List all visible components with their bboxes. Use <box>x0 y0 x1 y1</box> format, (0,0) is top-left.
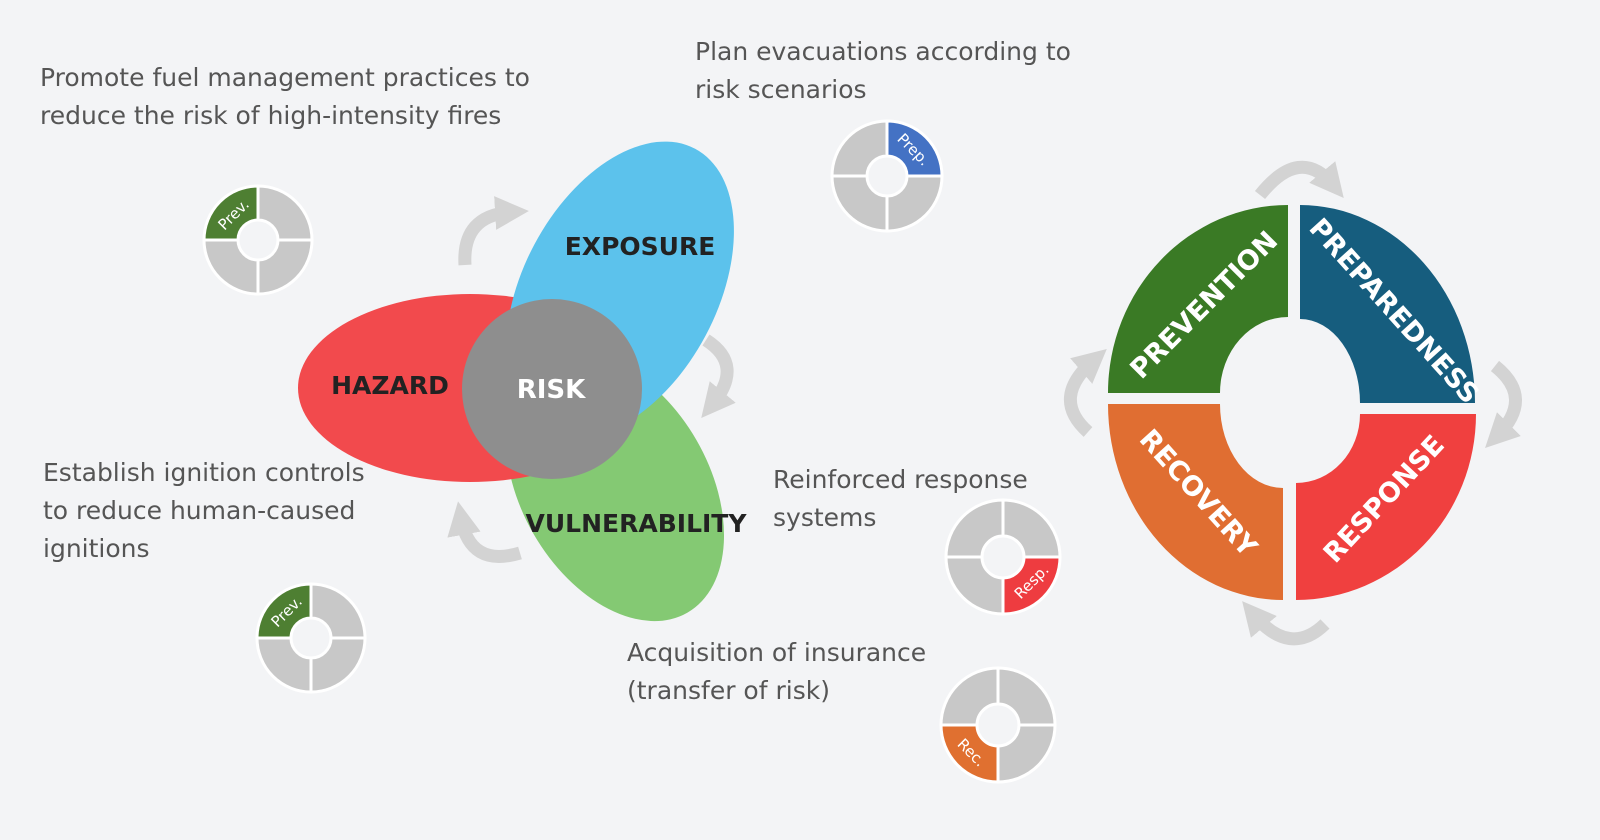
mini-wheel-quadrant <box>885 174 944 233</box>
mini-wheel-quadrant <box>830 174 889 233</box>
cycle-arrow-icon <box>1242 601 1330 646</box>
mini-wheel-quadrant <box>309 636 367 694</box>
mini-wheel-quadrant <box>944 498 1005 559</box>
mini-wheel-prev-1 <box>202 184 314 296</box>
mini-wheel-quadrant <box>944 555 1005 616</box>
prevention-segment <box>1108 205 1288 393</box>
note-fuel-management: Promote fuel management practices to red… <box>40 63 530 130</box>
recovery-segment <box>1108 404 1283 600</box>
mini-wheel-quadrant <box>256 184 314 242</box>
risk-diagram: EXPOSURE HAZARD RISK VULNERABILITY <box>298 141 748 622</box>
management-cycle: PREVENTION PREPAREDNESS RESPONSE RECOVER… <box>1064 160 1522 646</box>
note-evacuations: Plan evacuations according to risk scena… <box>695 37 1071 104</box>
mini-wheel-quadrant <box>1001 498 1062 559</box>
risk-shape <box>462 299 642 479</box>
note-response-systems: Reinforced response systems <box>773 465 1028 532</box>
mini-wheel-quadrant <box>830 119 889 178</box>
mini-wheel-quadrant <box>202 184 260 242</box>
mini-wheel-resp <box>944 498 1062 616</box>
mini-wheel-quadrant <box>309 582 367 640</box>
mini-wheel-quadrant <box>202 238 260 296</box>
note-insurance: Acquisition of insurance (transfer of ri… <box>627 638 927 705</box>
note-ignition-controls: Establish ignition controls to reduce hu… <box>43 458 365 563</box>
cycle-arrow-icon <box>447 501 522 563</box>
vulnerability-label: VULNERABILITY <box>526 509 748 538</box>
mini-wheel-quadrant <box>256 238 314 296</box>
mini-wheel-quadrant <box>939 666 1000 727</box>
cycle-arrow-icon <box>458 196 529 266</box>
mini-wheel-quadrant <box>996 723 1057 784</box>
preparedness-segment <box>1300 205 1475 403</box>
exposure-label: EXPOSURE <box>565 232 716 261</box>
response-segment <box>1296 414 1476 600</box>
mini-wheel-quadrant <box>885 119 944 178</box>
mini-wheel-prev-2 <box>255 582 367 694</box>
cycle-arrow-icon <box>701 334 736 419</box>
mini-wheel-quadrant <box>1001 555 1062 616</box>
mini-wheels <box>202 119 1062 784</box>
mini-wheel-prep <box>830 119 944 233</box>
risk-label: RISK <box>517 375 586 405</box>
cycle-arrow-icon <box>1485 360 1522 448</box>
hazard-label: HAZARD <box>331 371 449 400</box>
cycle-arrow-icon <box>1064 348 1107 437</box>
cycle-arrow-icon <box>1254 160 1344 200</box>
mini-wheel-quadrant <box>996 666 1057 727</box>
mini-wheel-rec <box>939 666 1057 784</box>
mini-wheel-quadrant <box>939 723 1000 784</box>
mini-wheel-quadrant <box>255 636 313 694</box>
mini-wheel-quadrant <box>255 582 313 640</box>
